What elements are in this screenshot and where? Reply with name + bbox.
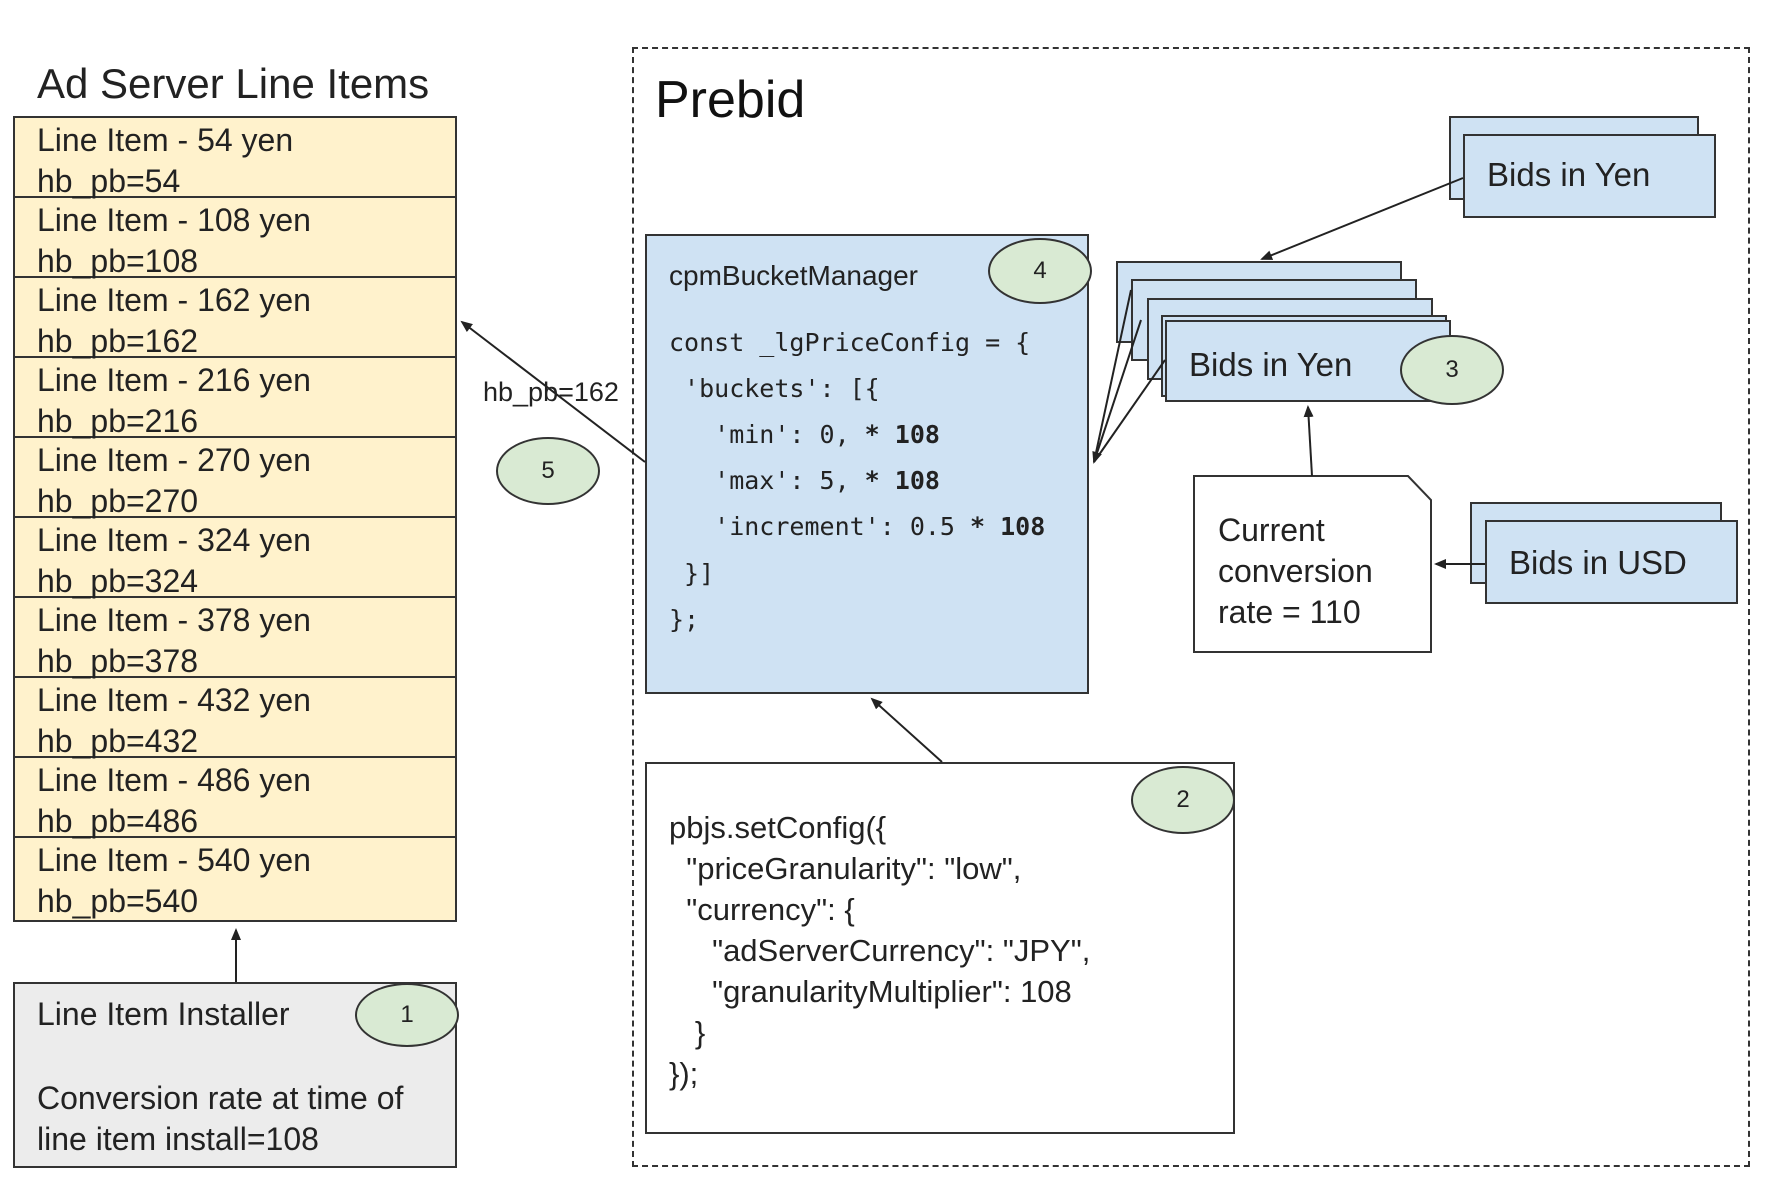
conversion-line-2: conversion xyxy=(1218,553,1373,589)
code-multiplier: * 108 xyxy=(864,466,940,495)
edge-label-hb-pb: hb_pb=162 xyxy=(483,377,619,407)
cpm-bucket-manager-box xyxy=(645,234,1089,694)
line-item-key: hb_pb=378 xyxy=(37,643,199,679)
config-line: pbjs.setConfig({ xyxy=(669,810,887,845)
line-item-row: Line Item - 162 yen hb_pb=162 xyxy=(15,278,455,359)
conversion-line-1: Current xyxy=(1218,512,1325,548)
line-item-row: Line Item - 486 yen hb_pb=486 xyxy=(15,758,455,839)
line-item-row: Line Item - 54 yen hb_pb=54 xyxy=(15,118,455,199)
code-multiplier: * 108 xyxy=(970,512,1046,541)
code-line: 'buckets': [{ xyxy=(669,374,880,403)
line-items-box: Line Item - 54 yen hb_pb=54 Line Item - 1… xyxy=(13,116,457,922)
step-badge-2: 2 xyxy=(1131,766,1235,834)
line-item-label: Line Item - 54 yen xyxy=(37,122,294,158)
prebid-title: Prebid xyxy=(655,71,806,129)
config-line: }); xyxy=(669,1056,699,1091)
line-item-key: hb_pb=270 xyxy=(37,483,199,519)
line-item-label: Line Item - 540 yen xyxy=(37,842,311,878)
line-item-row: Line Item - 324 yen hb_pb=324 xyxy=(15,518,455,599)
line-item-label: Line Item - 486 yen xyxy=(37,762,311,798)
line-item-label: Line Item - 216 yen xyxy=(37,362,311,398)
line-item-key: hb_pb=486 xyxy=(37,803,199,839)
line-item-row: Line Item - 270 yen hb_pb=270 xyxy=(15,438,455,519)
line-item-label: Line Item - 378 yen xyxy=(37,602,311,638)
line-item-row: Line Item - 540 yen hb_pb=540 xyxy=(15,838,455,919)
line-item-key: hb_pb=216 xyxy=(37,403,199,439)
cpm-bucket-manager-title: cpmBucketManager xyxy=(669,260,919,291)
code-line: 'max': 5, * 108 xyxy=(669,466,940,495)
line-item-key: hb_pb=324 xyxy=(37,563,199,599)
code-line: 'increment': 0.5 * 108 xyxy=(669,512,1045,541)
step-badge-1: 1 xyxy=(355,983,459,1047)
code-text: 'min': 0, xyxy=(669,420,865,449)
line-item-row: Line Item - 432 yen hb_pb=432 xyxy=(15,678,455,759)
line-item-key: hb_pb=540 xyxy=(37,883,199,919)
step-badge-5: 5 xyxy=(496,437,600,505)
config-line: "adServerCurrency": "JPY", xyxy=(669,933,1091,968)
line-item-row: Line Item - 216 yen hb_pb=216 xyxy=(15,358,455,439)
ad-server-title: Ad Server Line Items xyxy=(37,60,430,107)
config-line: "priceGranularity": "low", xyxy=(669,851,1022,886)
bids-yen-stack-label: Bids in Yen xyxy=(1189,346,1353,383)
bids-yen-top-box: Bids in Yen xyxy=(1463,134,1716,218)
step-badge-4: 4 xyxy=(988,238,1092,304)
set-config-box xyxy=(645,762,1235,1134)
line-item-label: Line Item - 270 yen xyxy=(37,442,311,478)
line-item-row: Line Item - 108 yen hb_pb=108 xyxy=(15,198,455,279)
line-item-key: hb_pb=54 xyxy=(37,163,181,199)
config-line: "granularityMultiplier": 108 xyxy=(669,974,1072,1009)
config-line: "currency": { xyxy=(669,892,855,927)
line-item-key: hb_pb=162 xyxy=(37,323,199,359)
code-text: 'max': 5, xyxy=(669,466,865,495)
line-item-key: hb_pb=432 xyxy=(37,723,199,759)
installer-line-2: line item install=108 xyxy=(37,1121,319,1157)
code-line: 'min': 0, * 108 xyxy=(669,420,940,449)
config-line: } xyxy=(669,1015,706,1050)
bids-usd-box: Bids in USD xyxy=(1485,520,1738,604)
line-item-label: Line Item - 324 yen xyxy=(37,522,311,558)
line-item-label: Line Item - 108 yen xyxy=(37,202,311,238)
line-item-row: Line Item - 378 yen hb_pb=378 xyxy=(15,598,455,679)
line-item-label: Line Item - 162 yen xyxy=(37,282,311,318)
code-text: 'increment': 0.5 xyxy=(669,512,971,541)
code-line: }; xyxy=(669,605,700,634)
bids-usd-label: Bids in USD xyxy=(1509,544,1687,581)
code-line: const _lgPriceConfig = { xyxy=(669,328,1031,357)
code-line: }] xyxy=(669,559,715,588)
installer-title: Line Item Installer xyxy=(37,996,290,1032)
line-item-key: hb_pb=108 xyxy=(37,243,199,279)
installer-line-1: Conversion rate at time of xyxy=(37,1080,404,1116)
prebid-frame xyxy=(632,47,1750,1167)
line-item-label: Line Item - 432 yen xyxy=(37,682,311,718)
step-badge-3: 3 xyxy=(1400,335,1504,405)
conversion-line-3: rate = 110 xyxy=(1218,594,1361,630)
bids-yen-top-label: Bids in Yen xyxy=(1487,156,1651,193)
code-multiplier: * 108 xyxy=(864,420,940,449)
